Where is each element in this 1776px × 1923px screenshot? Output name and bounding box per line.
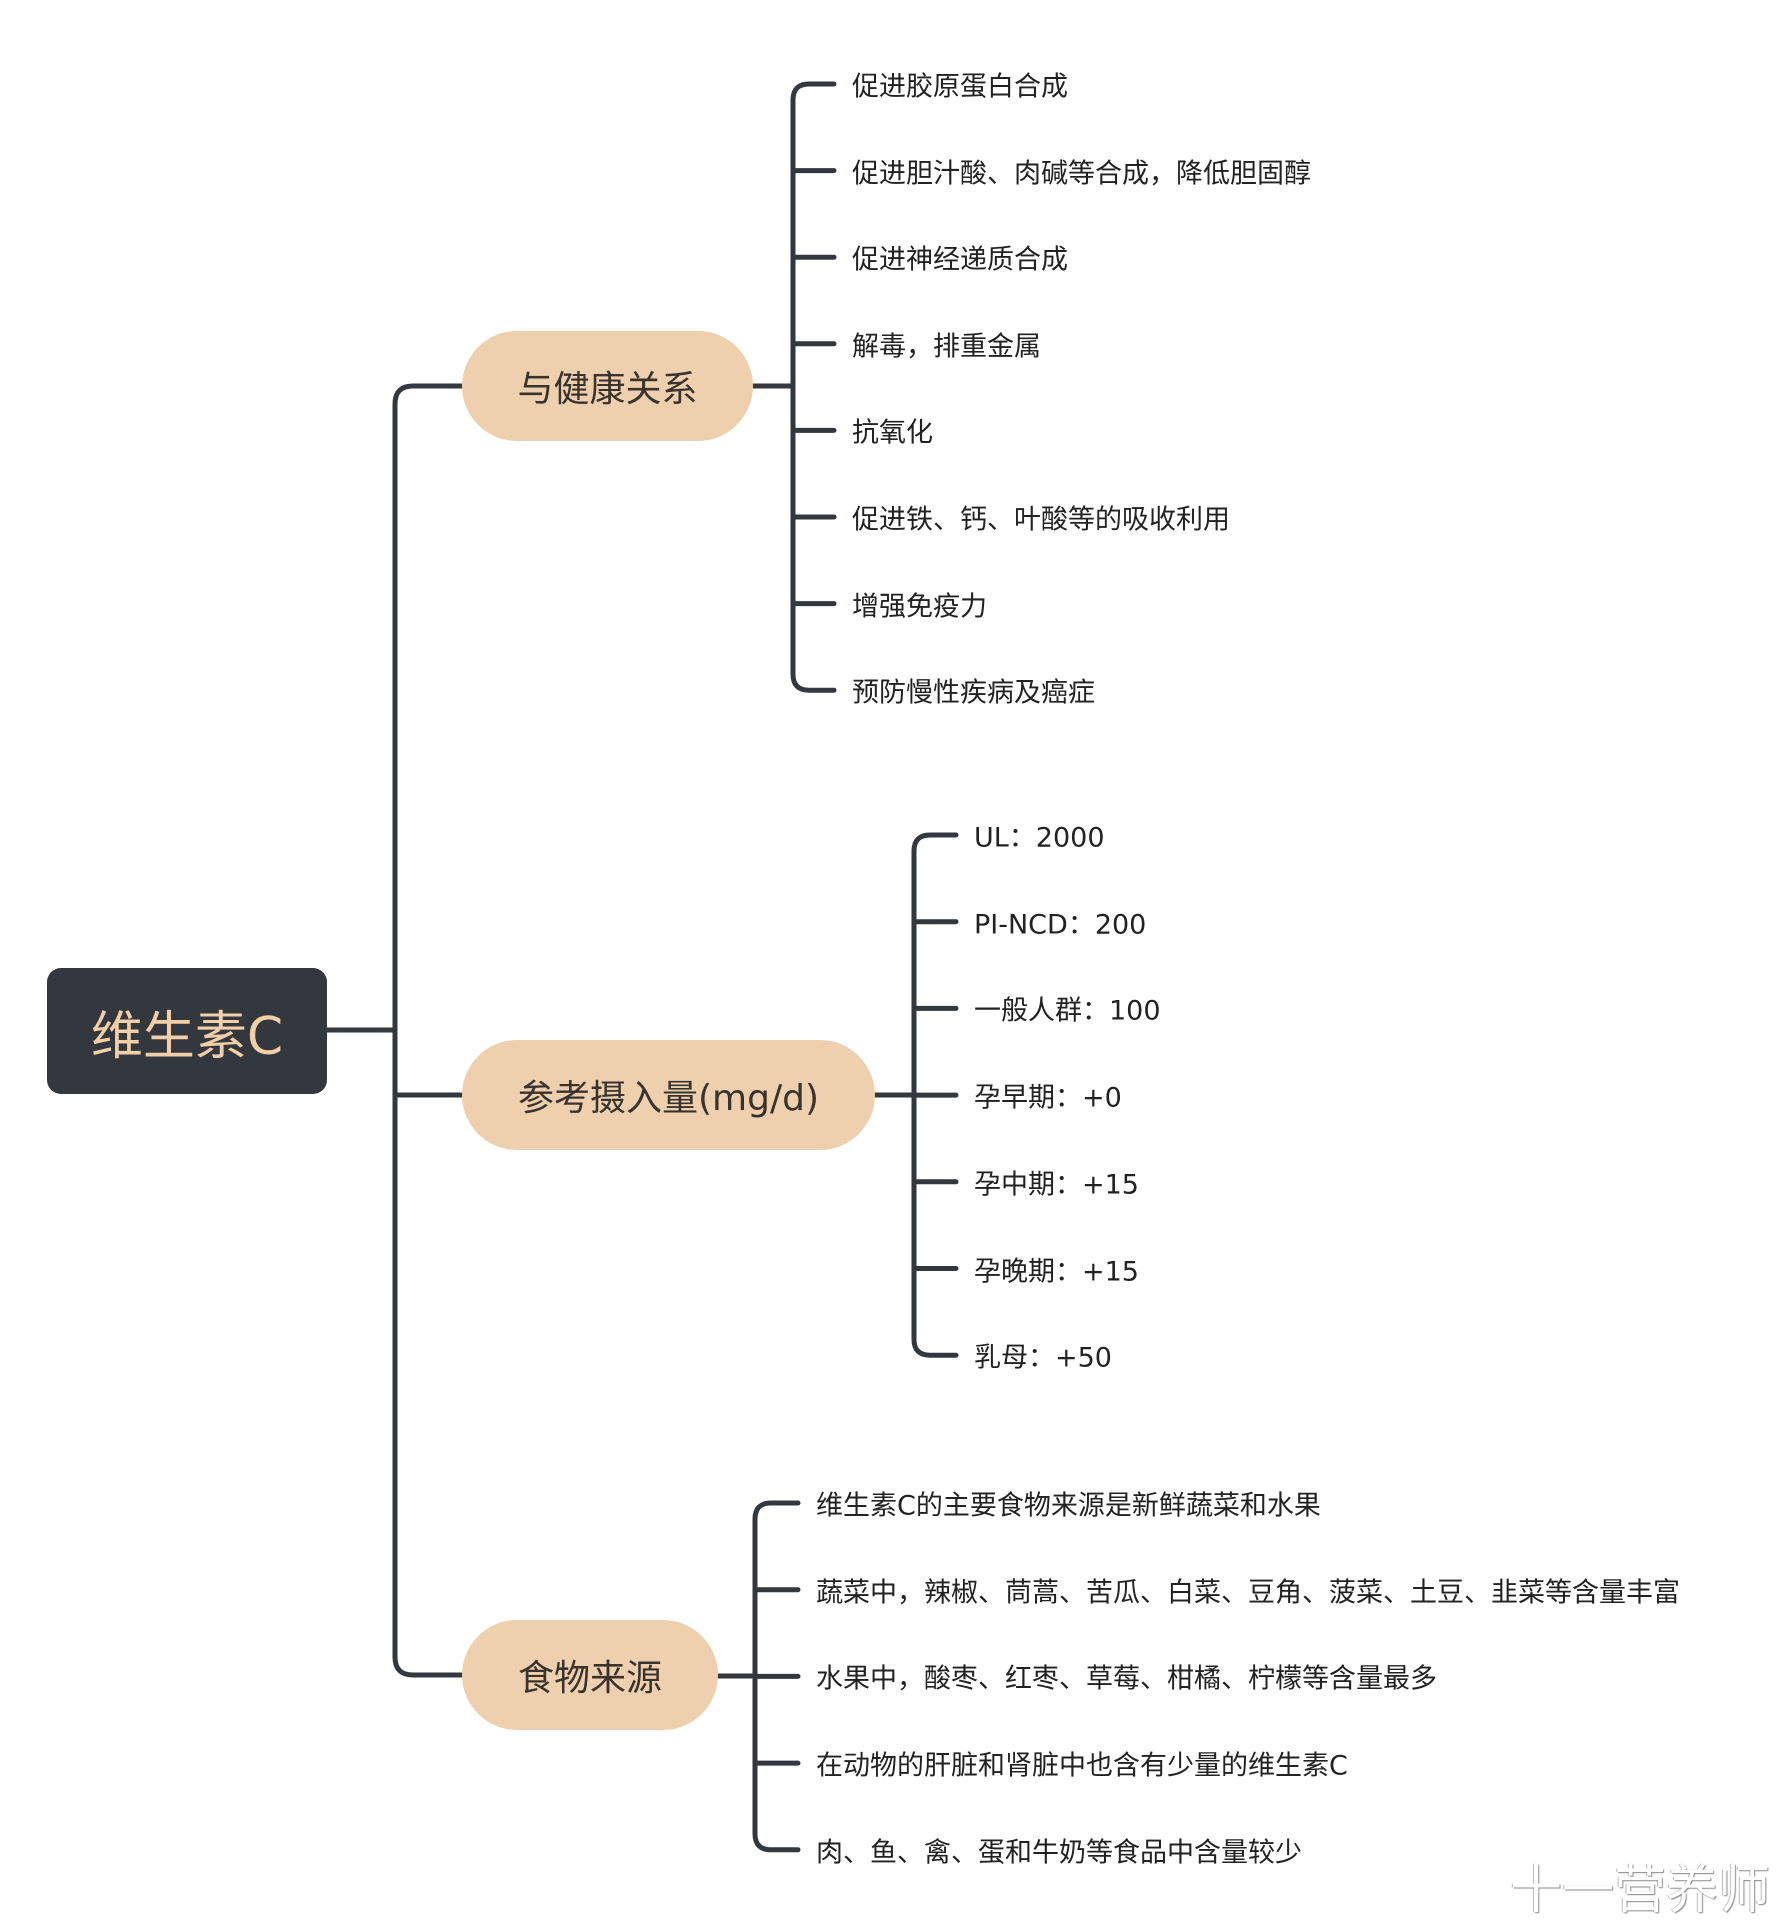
branch-food[interactable]: 食物来源 bbox=[462, 1620, 718, 1730]
leaf-item[interactable]: 促进铁、钙、叶酸等的吸收利用 bbox=[852, 504, 1230, 536]
leaf-item[interactable]: 维生素C的主要食物来源是新鲜蔬菜和水果 bbox=[816, 1490, 1321, 1522]
leaf-item[interactable]: 解毒，排重金属 bbox=[852, 331, 1041, 363]
leaf-item[interactable]: 水果中，酸枣、红枣、草莓、柑橘、柠檬等含量最多 bbox=[816, 1663, 1437, 1695]
leaf-item[interactable]: 促进胶原蛋白合成 bbox=[852, 71, 1068, 103]
branch-health[interactable]: 与健康关系 bbox=[462, 331, 753, 441]
trunk-line bbox=[392, 383, 465, 1678]
leaf-item[interactable]: 一般人群：100 bbox=[974, 995, 1161, 1027]
leaf-item[interactable]: 抗氧化 bbox=[852, 417, 933, 449]
leaf-item[interactable]: 蔬菜中，辣椒、茼蒿、苦瓜、白菜、豆角、菠菜、土豆、韭菜等含量丰富 bbox=[816, 1577, 1680, 1609]
bracket-food bbox=[715, 1500, 801, 1853]
branch-label: 与健康关系 bbox=[517, 369, 698, 410]
leaf-item[interactable]: 肉、鱼、禽、蛋和牛奶等食品中含量较少 bbox=[816, 1837, 1302, 1869]
root-node[interactable]: 维生素C bbox=[47, 968, 327, 1094]
bracket-intake bbox=[872, 832, 959, 1358]
leaf-item[interactable]: 在动物的肝脏和肾脏中也含有少量的维生素C bbox=[816, 1750, 1348, 1782]
branch-label: 参考摄入量(mg/d) bbox=[518, 1078, 819, 1119]
watermark: 十一营养师 bbox=[1510, 1861, 1771, 1921]
bracket-health bbox=[750, 81, 837, 693]
branch-label: 食物来源 bbox=[517, 1658, 662, 1699]
leaf-item[interactable]: PI-NCD：200 bbox=[974, 909, 1147, 941]
leaf-item[interactable]: 增强免疫力 bbox=[852, 591, 987, 623]
leaf-item[interactable]: UL：2000 bbox=[974, 822, 1105, 854]
leaf-item[interactable]: 孕早期：+0 bbox=[974, 1082, 1122, 1114]
leaf-item[interactable]: 孕晚期：+15 bbox=[974, 1256, 1139, 1287]
branch-intake[interactable]: 参考摄入量(mg/d) bbox=[462, 1040, 875, 1150]
leaf-item[interactable]: 孕中期：+15 bbox=[974, 1169, 1139, 1201]
leaf-item[interactable]: 乳母：+50 bbox=[974, 1342, 1112, 1374]
leaf-item[interactable]: 促进胆汁酸、肉碱等合成，降低胆固醇 bbox=[852, 158, 1311, 190]
leaf-item[interactable]: 预防慢性疾病及癌症 bbox=[852, 677, 1095, 709]
root-label: 维生素C bbox=[90, 1006, 284, 1067]
leaf-item[interactable]: 促进神经递质合成 bbox=[852, 244, 1068, 276]
